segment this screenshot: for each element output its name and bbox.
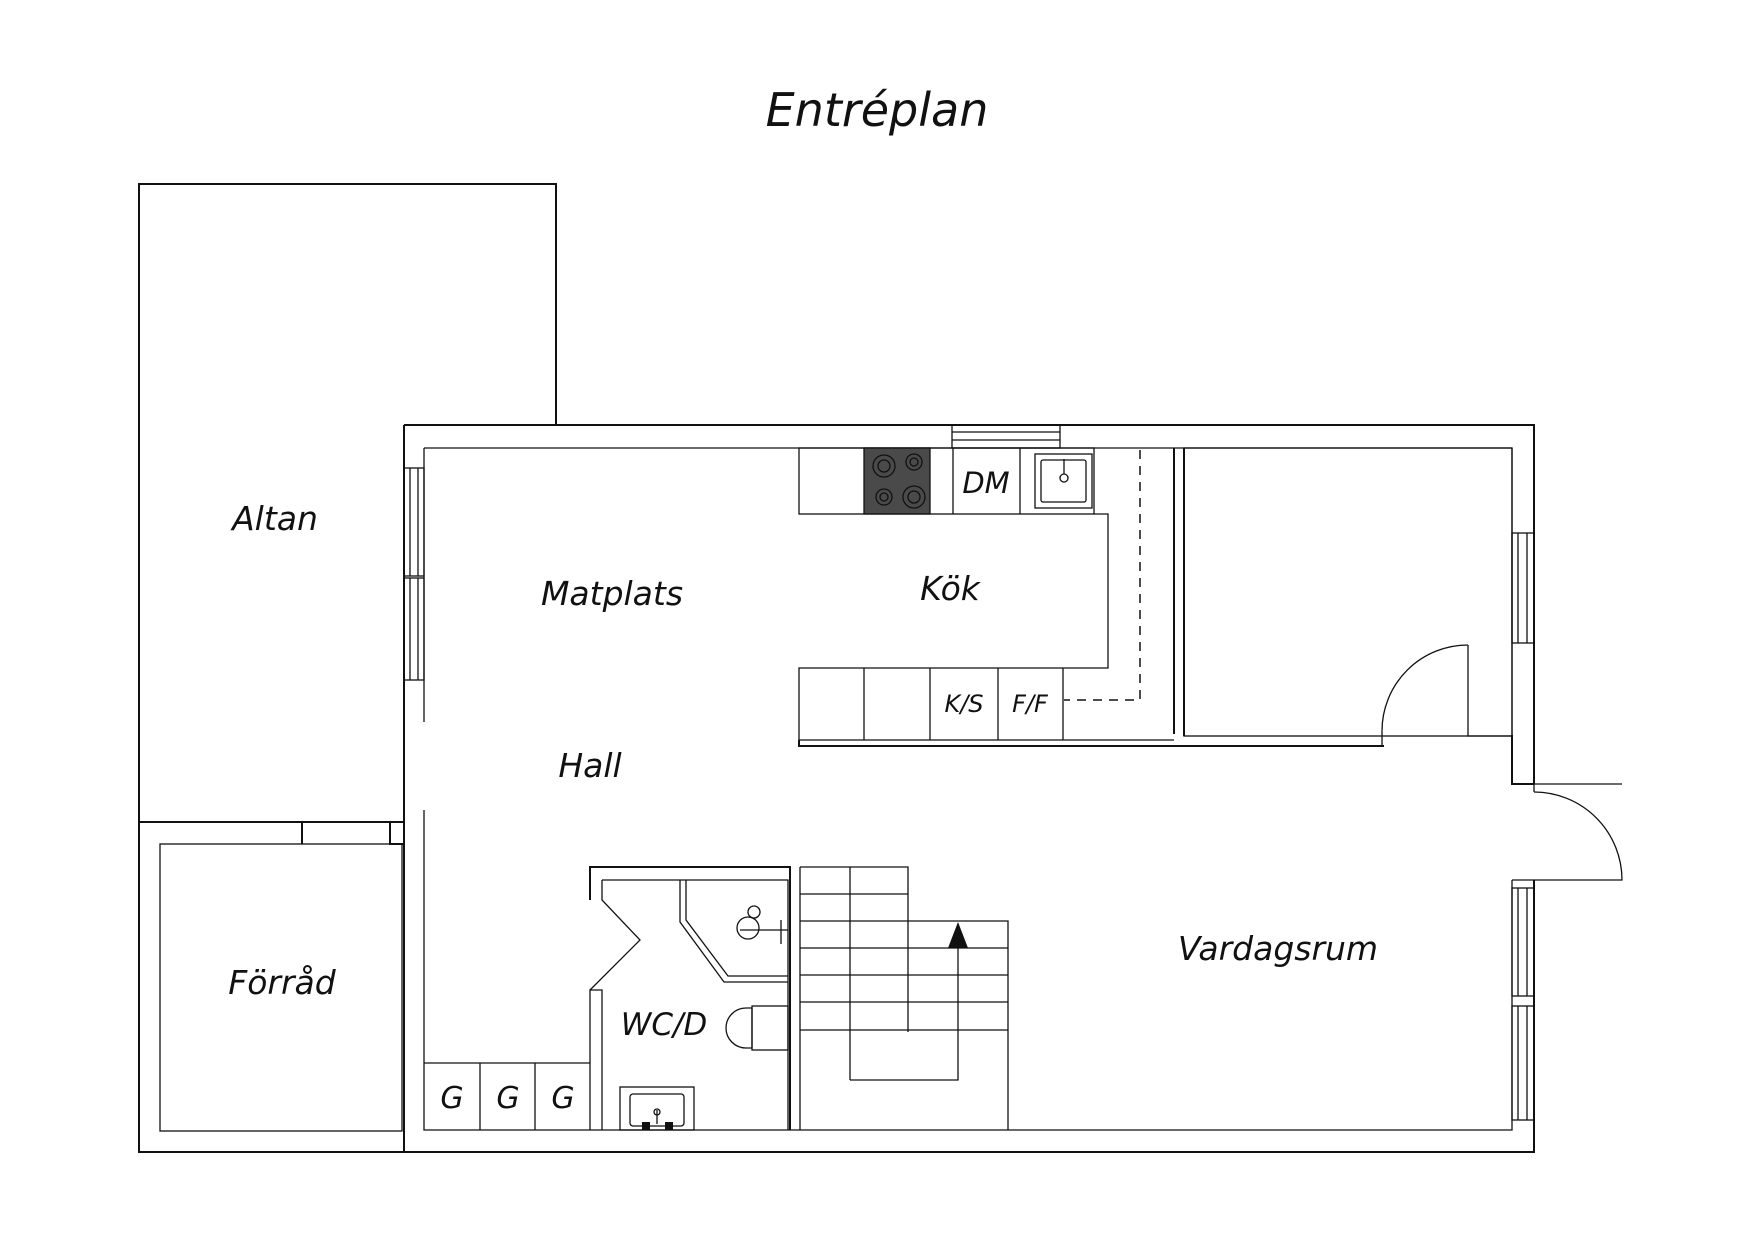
entrance-door	[1511, 735, 1623, 881]
stair-direction-arrow	[948, 922, 968, 948]
window-right-1	[1511, 532, 1535, 644]
outer-walls	[403, 424, 1535, 1153]
storage-room	[138, 821, 404, 1153]
room-label-matplats: Matplats	[541, 574, 683, 613]
room-label-vardagsrum: Vardagsrum	[1178, 929, 1378, 968]
fridge-label: K/S	[944, 690, 983, 718]
stove	[863, 447, 931, 515]
room-label-hall: Hall	[558, 746, 621, 785]
bathroom-room	[589, 866, 791, 1131]
bathroom-label: WC/D	[621, 1007, 708, 1043]
window-top	[951, 424, 1061, 449]
freezer-label: F/F	[1012, 690, 1049, 718]
bedroom-room	[1173, 447, 1513, 745]
window-left-2	[403, 577, 425, 681]
wardrobes	[424, 1062, 590, 1130]
room-label-forrad: Förråd	[228, 963, 337, 1002]
terrace-outline	[138, 183, 557, 823]
dishwasher-label: DM	[962, 466, 1009, 500]
window-right-3	[1511, 1005, 1535, 1121]
staircase	[799, 866, 1009, 1130]
room-label-kok: Kök	[920, 569, 982, 608]
window-right-2	[1511, 887, 1535, 997]
wardrobe-label-3: G	[551, 1081, 574, 1116]
wardrobe-label-2: G	[496, 1081, 519, 1116]
room-label-altan: Altan	[230, 499, 318, 538]
plan-title: Entréplan	[766, 83, 989, 137]
kitchen-counter-top	[798, 447, 1095, 515]
kitchen-island	[798, 450, 1384, 747]
wardrobe-label-1: G	[440, 1081, 463, 1116]
window-left-1	[403, 467, 425, 577]
